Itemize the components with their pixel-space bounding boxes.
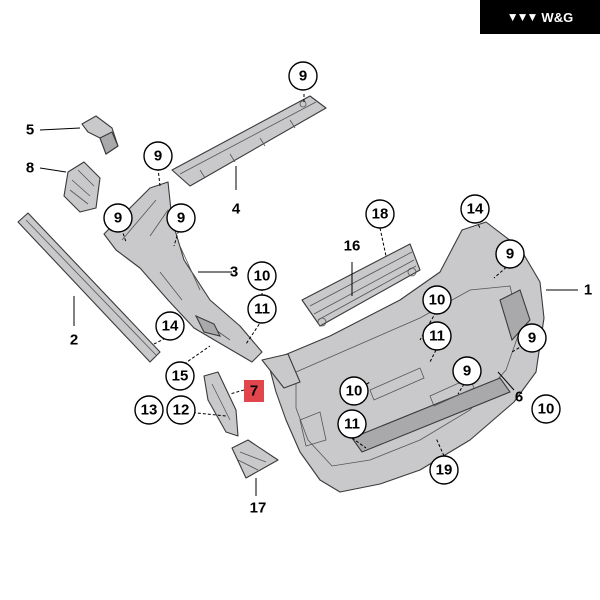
part-5-opening (99, 131, 119, 155)
callout-14-left: 14 (155, 311, 185, 341)
label-6: 6 (515, 389, 523, 406)
svg-text:12: 12 (173, 402, 190, 419)
callout-9-pillar-right: 9 (166, 203, 196, 233)
callout-9-pillar-top: 9 (143, 141, 173, 171)
svg-text:11: 11 (254, 301, 270, 318)
part-7-ribs (211, 383, 231, 421)
part-8-ribs (69, 169, 95, 205)
label-8: 8 (26, 160, 34, 177)
highlight-label-7: 7 (244, 380, 264, 402)
callout-9-gate-right: 9 (517, 323, 547, 353)
callout-11-gate-upper: 11 (422, 321, 452, 351)
callout-10-pillar: 10 (247, 261, 277, 291)
svg-text:9: 9 (114, 210, 122, 227)
svg-text:13: 13 (141, 402, 158, 419)
part-1-lip-left (261, 353, 301, 389)
svg-text:11: 11 (344, 416, 360, 433)
svg-text:10: 10 (346, 383, 363, 400)
callout-9-gate-center: 9 (452, 356, 482, 386)
label-16: 16 (344, 238, 361, 255)
callout-12: 12 (166, 395, 196, 425)
svg-text:14: 14 (467, 201, 484, 218)
callout-10-gate-upper: 10 (422, 285, 452, 315)
label-2: 2 (70, 332, 78, 349)
callout-18: 18 (365, 199, 395, 229)
svg-text:15: 15 (172, 368, 189, 385)
callout-9-pillar-left: 9 (103, 203, 133, 233)
part-16-texture (309, 251, 417, 321)
part-16-panel (301, 243, 421, 327)
part-16-clip-left (317, 317, 327, 327)
part-4-ribs (179, 101, 317, 179)
part-4-rail (171, 95, 327, 187)
label-1: 1 (584, 282, 592, 299)
part-4-clip (299, 100, 307, 108)
svg-text:9: 9 (154, 148, 162, 165)
label-3: 3 (230, 264, 238, 281)
svg-text:9: 9 (177, 210, 185, 227)
part-3-vent (194, 314, 222, 337)
callout-19: 19 (429, 455, 459, 485)
part-16-clip-right (407, 267, 417, 277)
callout-11-gate-lower: 11 (337, 409, 367, 439)
brand-logo: ▼▼▼ W&G (480, 0, 600, 34)
svg-text:10: 10 (538, 401, 555, 418)
part-1-lower-pad (351, 377, 511, 453)
callout-9-gate-upper: 9 (495, 239, 525, 269)
callout-9-top: 9 (288, 61, 318, 91)
svg-text:14: 14 (162, 318, 179, 335)
svg-text:19: 19 (436, 462, 453, 479)
part-1-inner-contour (295, 285, 521, 467)
callout-10-gate-right: 10 (531, 394, 561, 424)
callout-14-gate: 14 (460, 194, 490, 224)
svg-text:10: 10 (429, 292, 446, 309)
callout-13: 13 (134, 395, 164, 425)
svg-text:9: 9 (463, 363, 471, 380)
svg-text:9: 9 (299, 68, 307, 85)
part-17-texture (237, 451, 267, 471)
part-2-edge (25, 219, 157, 356)
label-5: 5 (26, 122, 34, 139)
callout-11-pillar: 11 (247, 294, 277, 324)
svg-text:10: 10 (254, 268, 271, 285)
svg-text:7: 7 (250, 383, 258, 400)
label-17: 17 (250, 500, 267, 517)
part-1-cutouts (299, 367, 475, 447)
part-2-pillar-trim (17, 212, 161, 363)
svg-text:9: 9 (506, 246, 514, 263)
callout-15: 15 (165, 361, 195, 391)
part-8-cover (63, 161, 101, 213)
label-4: 4 (232, 201, 241, 218)
svg-text:9: 9 (528, 330, 536, 347)
part-3-contours (121, 199, 231, 341)
brand-label: W&G (541, 9, 574, 25)
svg-text:18: 18 (372, 206, 389, 223)
callout-10-gate-left: 10 (339, 376, 369, 406)
part-17-cover (231, 439, 279, 479)
part-3-pillar-trim (103, 181, 263, 363)
svg-text:11: 11 (429, 328, 445, 345)
part-7-cover (203, 371, 239, 437)
wing-logo-icon: ▼▼▼ (506, 10, 539, 24)
